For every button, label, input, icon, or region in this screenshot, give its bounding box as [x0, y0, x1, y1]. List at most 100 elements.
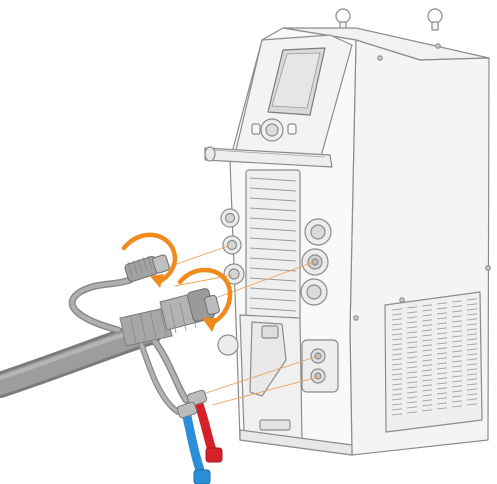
grille-slot [436, 387, 448, 390]
grille-slot [451, 355, 463, 358]
grille-slot [421, 349, 433, 352]
side-vent-grille [384, 291, 483, 433]
grille-slot [421, 379, 433, 382]
grille-slot [466, 333, 478, 336]
grille-slot [451, 385, 463, 388]
grille-slot [406, 371, 418, 374]
grille-slot [451, 330, 463, 333]
grille-slot [451, 370, 463, 373]
grille-slot [436, 302, 448, 305]
grille-slot [451, 380, 463, 383]
panel-button-right[interactable] [287, 123, 297, 135]
sleeve-rib [159, 307, 167, 336]
grille-slot [406, 411, 418, 414]
coolant-couplings[interactable] [176, 389, 223, 484]
grille-slot [436, 372, 448, 375]
grille-slot [406, 366, 418, 369]
grille-slot [391, 388, 403, 391]
grille-slot [391, 358, 403, 361]
coolant-connector-block [301, 339, 339, 393]
control-plug[interactable] [124, 254, 170, 282]
plug-rib [132, 260, 138, 275]
grille-slot [406, 386, 418, 389]
grille-slot [406, 356, 418, 359]
grille-slot [436, 312, 448, 315]
plug-rib [127, 261, 133, 277]
grille-slot [421, 324, 433, 327]
grille-slot [391, 408, 403, 411]
grille-slot [406, 381, 418, 384]
grille-slot [406, 321, 418, 324]
sleeve-rib [169, 304, 177, 334]
grille-slot [451, 375, 463, 378]
grille-slot [466, 328, 478, 331]
machine-base [239, 429, 353, 456]
grille-slot [406, 376, 418, 379]
torch-power-connector[interactable] [187, 288, 220, 322]
grille-slot [391, 378, 403, 381]
grille-slot [436, 342, 448, 345]
grille-slot [436, 347, 448, 350]
grille-slot [406, 406, 418, 409]
grille-slot [391, 343, 403, 346]
grille-slot [436, 337, 448, 340]
panel-button-left[interactable] [251, 123, 261, 135]
grille-slot [466, 393, 478, 396]
grille-slot [406, 391, 418, 394]
side-screw-2 [435, 43, 441, 49]
rotate-clockwise-arrow-icon [121, 232, 178, 288]
grille-slot [406, 316, 418, 319]
side-screw-5 [399, 297, 405, 303]
grille-slot [391, 333, 403, 336]
grille-slot [421, 374, 433, 377]
grille-slot [451, 305, 463, 308]
grille-slot [466, 373, 478, 376]
grille-slot [451, 365, 463, 368]
grille-slot [391, 363, 403, 366]
grille-slot [466, 378, 478, 381]
grille-slot [406, 401, 418, 404]
grille-slot [391, 403, 403, 406]
grille-slot [466, 353, 478, 356]
grille-slot [406, 341, 418, 344]
grille-slot [466, 303, 478, 306]
vent-fin [249, 287, 297, 292]
welding-machine [204, 8, 491, 456]
vent-fin [249, 197, 297, 202]
grille-slot [391, 328, 403, 331]
grille-slot [391, 398, 403, 401]
grille-slot [436, 352, 448, 355]
lifting-eye-left [335, 8, 351, 31]
grille-slot [436, 367, 448, 370]
grille-slot [451, 390, 463, 393]
grille-slot [436, 332, 448, 335]
vent-fin [249, 217, 297, 222]
vent-fin [249, 297, 297, 302]
grille-slot [391, 393, 403, 396]
grille-slot [391, 338, 403, 341]
grille-slot [466, 368, 478, 371]
grille-slot [406, 396, 418, 399]
grille-slot [436, 402, 448, 405]
grille-slot [406, 326, 418, 329]
grille-slot [421, 404, 433, 407]
grille-slot [391, 413, 403, 416]
side-screw-4 [353, 315, 359, 321]
grille-slot [421, 319, 433, 322]
grille-slot [436, 392, 448, 395]
grille-slot [421, 329, 433, 332]
control-knob[interactable] [260, 118, 284, 142]
grille-slot [451, 400, 463, 403]
grille-slot [466, 323, 478, 326]
grille-slot [466, 398, 478, 401]
sleeve-rib [149, 310, 157, 339]
grille-slot [421, 359, 433, 362]
grille-slot [466, 313, 478, 316]
grille-slot [466, 403, 478, 406]
sleeve-rib [119, 317, 127, 347]
grille-slot [466, 308, 478, 311]
grille-slot [406, 361, 418, 364]
sleeve-rib [139, 312, 147, 341]
